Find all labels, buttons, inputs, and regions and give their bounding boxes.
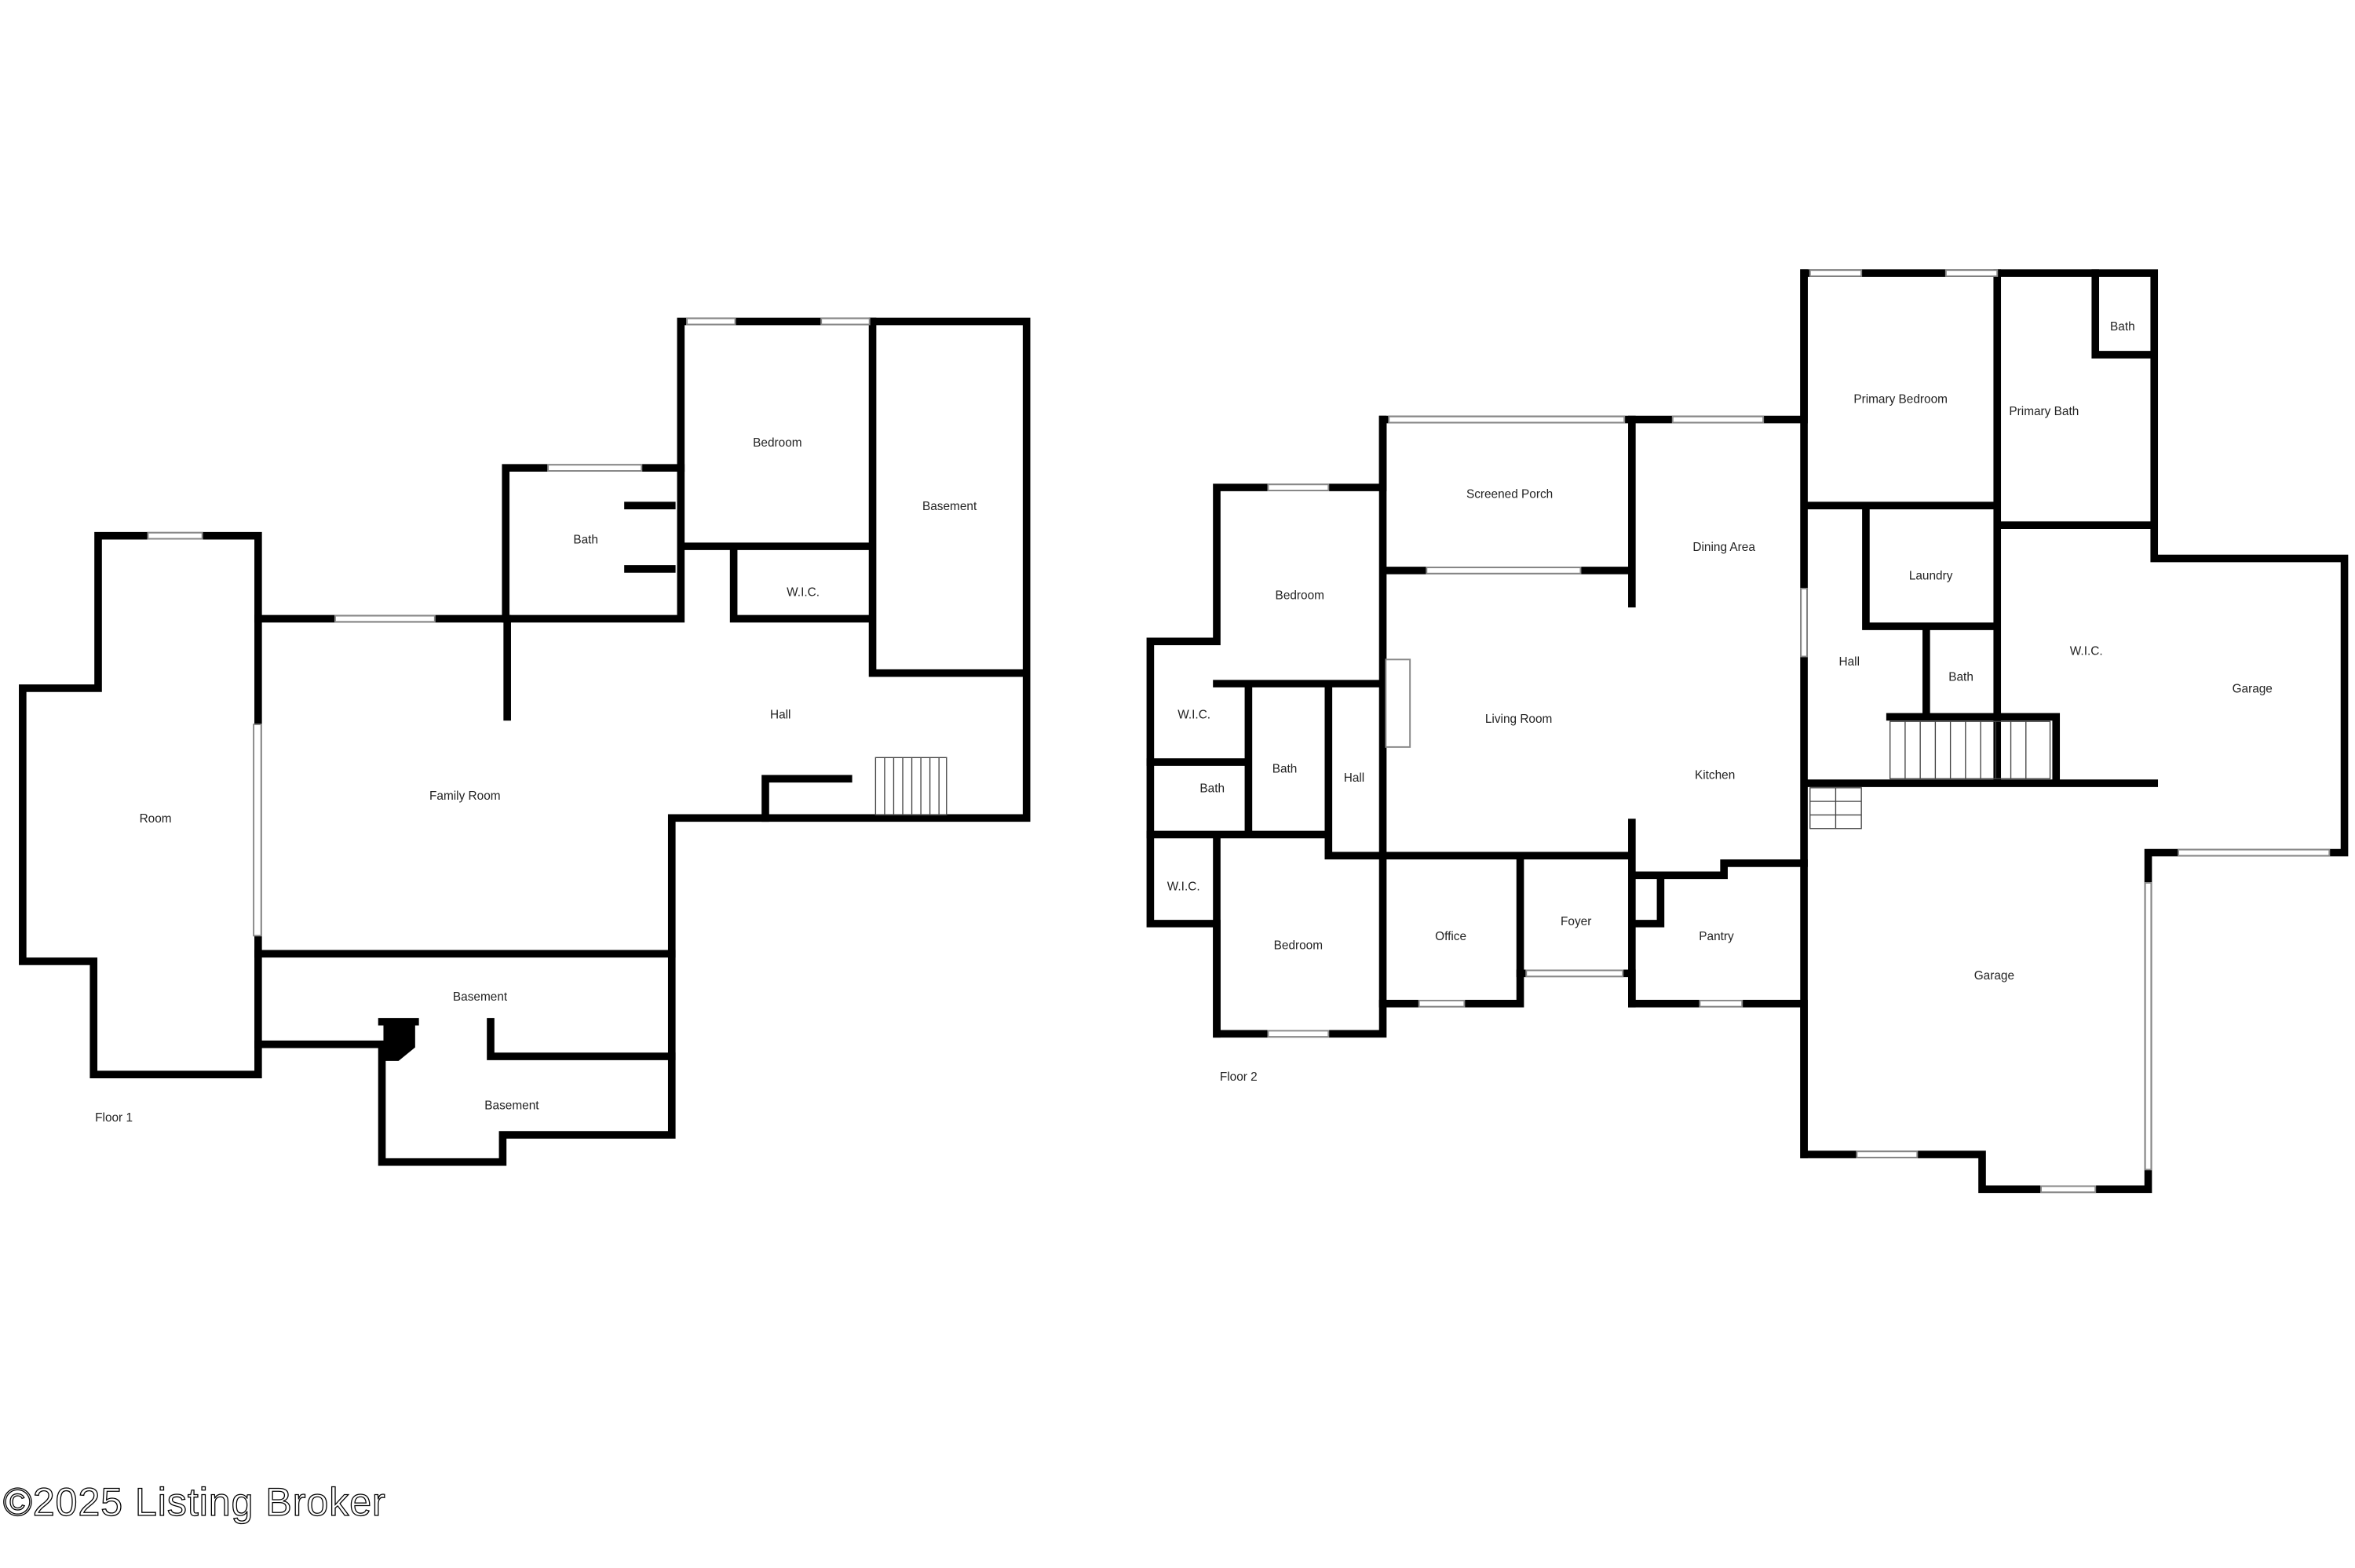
room-label: Living Room xyxy=(1485,713,1552,726)
room-label: Family Room xyxy=(429,789,501,803)
floor-label: Floor 1 xyxy=(95,1111,133,1125)
room-label: Garage xyxy=(1974,969,2014,983)
room-label: Kitchen xyxy=(1695,768,1735,782)
room-label: W.I.C. xyxy=(1167,881,1200,894)
stairs-icon xyxy=(1809,720,2051,830)
room-label: Bath xyxy=(1199,782,1225,796)
floor-2-labels: Bedroom Screened Porch Dining Area Prima… xyxy=(1167,320,2273,1084)
floor-2-walls xyxy=(1146,269,2349,1194)
room-label: Office xyxy=(1435,930,1466,943)
room-label: Primary Bath xyxy=(2009,405,2079,418)
copyright-watermark: ©2025 Listing Broker xyxy=(2,1479,386,1524)
room-label: Dining Area xyxy=(1692,541,1755,554)
fireplace-icon xyxy=(383,1021,415,1061)
room-label: Hall xyxy=(1344,771,1365,785)
room-label: Bedroom xyxy=(1276,589,1324,602)
room-label: Bath xyxy=(1948,670,1973,684)
room-label: Bath xyxy=(2110,320,2135,334)
room-label: Basement xyxy=(453,990,508,1004)
fireplace-icon xyxy=(1385,658,1411,748)
room-label: Basement xyxy=(484,1099,539,1112)
room-label: Hall xyxy=(1839,655,1860,669)
room-label: Bedroom xyxy=(1274,939,1323,953)
room-label: Screened Porch xyxy=(1466,488,1553,501)
room-label: Bedroom xyxy=(753,436,801,450)
room-label: Pantry xyxy=(1699,930,1734,943)
room-label: W.I.C. xyxy=(2070,645,2103,658)
room-label: Room xyxy=(140,812,172,826)
room-label: Hall xyxy=(770,708,791,721)
room-label: Laundry xyxy=(1909,569,1953,582)
floor-1-walls xyxy=(19,317,1031,1166)
stairs-icon xyxy=(874,757,947,816)
room-label: Foyer xyxy=(1561,915,1591,928)
room-label: Primary Bedroom xyxy=(1853,392,1948,406)
room-label: Basement xyxy=(922,500,977,513)
room-label: Bath xyxy=(1272,763,1298,776)
floor-label: Floor 2 xyxy=(1220,1070,1258,1084)
floor-1-labels: Room Family Room Bath Bedroom W.I.C. Bas… xyxy=(95,436,977,1125)
room-label: Garage xyxy=(2233,683,2273,696)
room-label: Bath xyxy=(573,533,598,546)
room-label: W.I.C. xyxy=(787,586,820,600)
room-label: W.I.C. xyxy=(1178,708,1210,721)
